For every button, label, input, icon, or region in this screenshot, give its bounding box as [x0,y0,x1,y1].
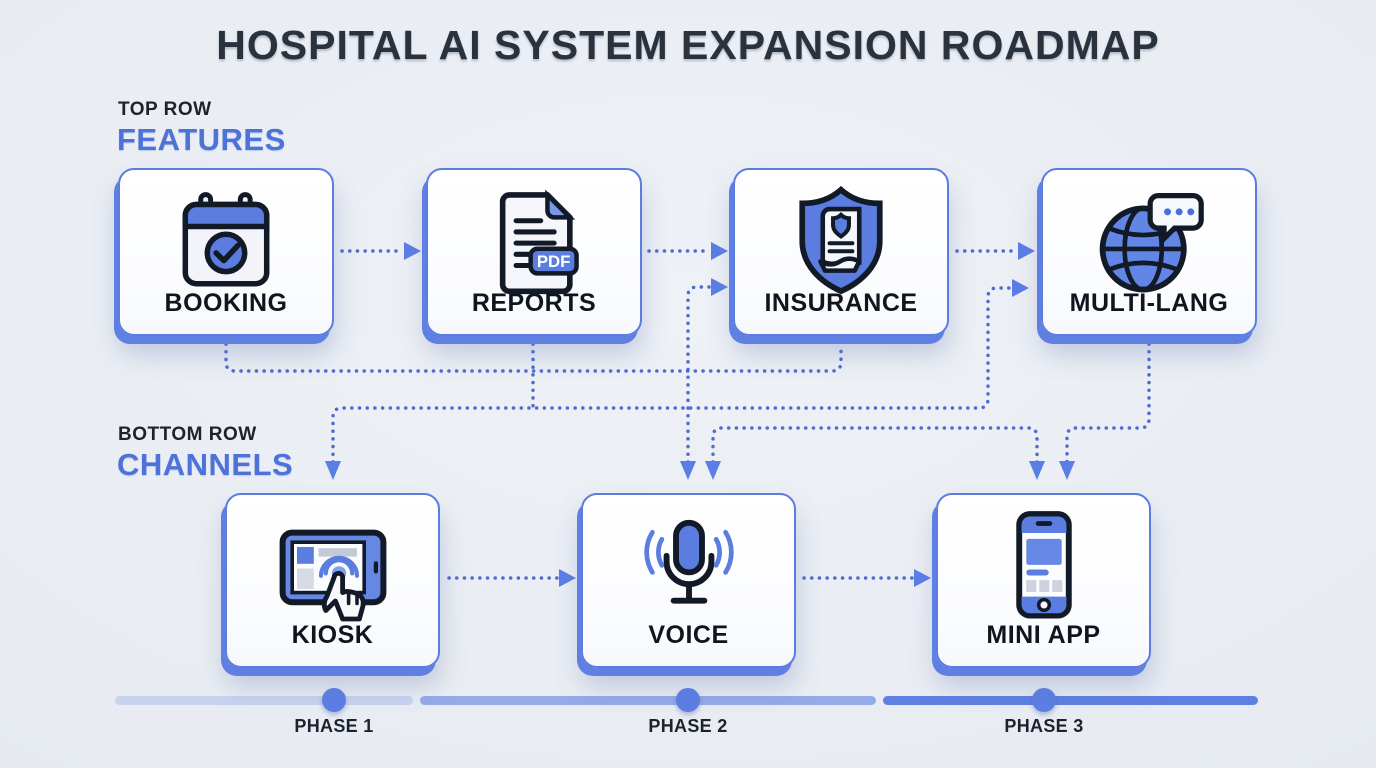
features-heading: FEATURES [117,122,286,157]
pdf-document-icon: PDF [499,189,579,295]
node-label: VOICE [648,621,729,649]
microphone-icon [643,519,734,604]
node-label: BOOKING [164,289,288,317]
line-booking-insurance [224,342,843,373]
shield-document-icon [799,185,883,295]
node-label: MINI APP [986,621,1101,649]
globe-chat-icon [1099,192,1204,293]
smartphone-app-icon [1015,511,1072,619]
features-eyebrow: TOP ROW [118,99,212,120]
page-title: HOSPITAL AI SYSTEM EXPANSION ROADMAP [216,22,1160,68]
line-insurance-voice [686,285,711,464]
channels-eyebrow: BOTTOM ROW [118,424,257,445]
line-multilang-miniapp [1065,342,1151,464]
timeline-segment-2 [420,696,876,705]
phase-3-label: PHASE 3 [1004,716,1084,736]
timeline-segment-1 [115,696,413,705]
node-label: KIOSK [291,621,374,649]
line-voice-miniapp [711,426,1039,464]
node-miniapp: MINI APP [936,493,1151,668]
phase-2-label: PHASE 2 [648,716,728,736]
calendar-check-icon [182,192,270,287]
phase-1-dot [322,688,346,712]
tablet-touch-icon [279,529,386,622]
phase-1-label: PHASE 1 [294,716,374,736]
arrowheads [325,242,1075,587]
node-multilang: MULTI-LANG [1041,168,1257,336]
node-booking: BOOKING [118,168,334,336]
node-insurance: INSURANCE [733,168,949,336]
phase-3-dot [1032,688,1056,712]
phase-2-dot [676,688,700,712]
node-kiosk: KIOSK [225,493,440,668]
pdf-badge-text: PDF [537,252,571,271]
channels-heading: CHANNELS [117,447,294,482]
node-label: MULTI-LANG [1069,289,1229,317]
node-reports: PDF REPORTS [426,168,642,336]
node-voice: VOICE [581,493,796,668]
timeline-segment-3 [883,696,1258,705]
